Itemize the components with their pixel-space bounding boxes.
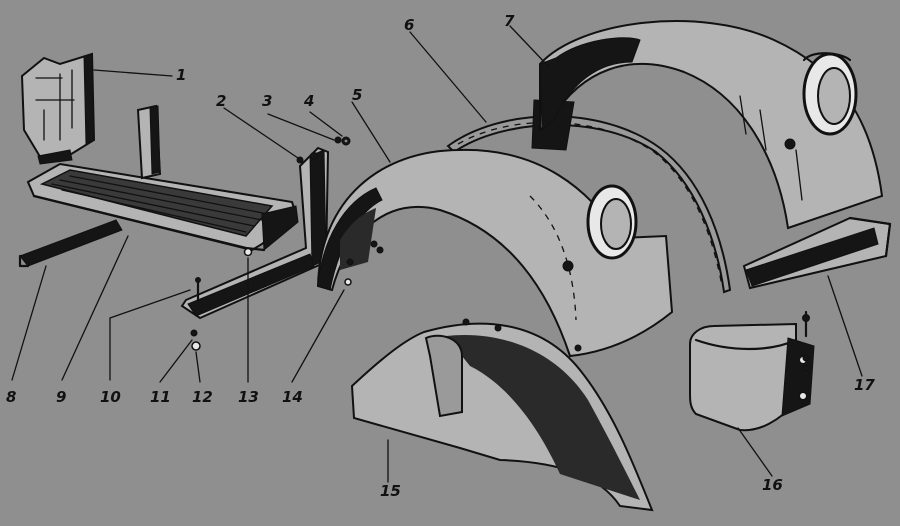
leader-lines [11,25,863,483]
small-hardware [190,247,352,351]
fasteners-2-3-4 [296,136,351,164]
callout-9: 9 [56,388,66,406]
vertical-post [136,104,162,180]
part-9-running-board [26,162,299,252]
callout-5: 5 [352,86,362,104]
callout-17: 17 [854,376,875,394]
callout-labels: 1 2 3 4 5 6 7 8 9 10 11 12 13 14 15 16 1… [6,12,875,500]
part-17-rear-bracket [742,216,892,290]
callout-11: 11 [150,388,171,406]
part-15-fender-apron [350,318,654,512]
part-6-welting-strip [446,99,732,294]
callout-14: 14 [282,388,303,406]
part-14-l-bracket [180,146,330,320]
part-16-box-cover [689,310,815,432]
callout-4: 4 [303,92,314,110]
callout-6: 6 [404,16,414,34]
callout-2: 2 [216,92,226,110]
callout-15: 15 [380,482,401,500]
callout-8: 8 [6,388,16,406]
callout-7: 7 [504,12,515,30]
callout-10: 10 [100,388,121,406]
part-5-front-fender [316,148,674,358]
part-8-support-bracket [18,219,123,268]
callout-1: 1 [176,66,186,84]
callout-16: 16 [762,476,783,494]
part-7-rear-fender [539,20,884,230]
callout-3: 3 [262,92,272,110]
part-1-mud-flap [20,52,96,165]
callout-12: 12 [192,388,213,406]
callout-13: 13 [238,388,259,406]
